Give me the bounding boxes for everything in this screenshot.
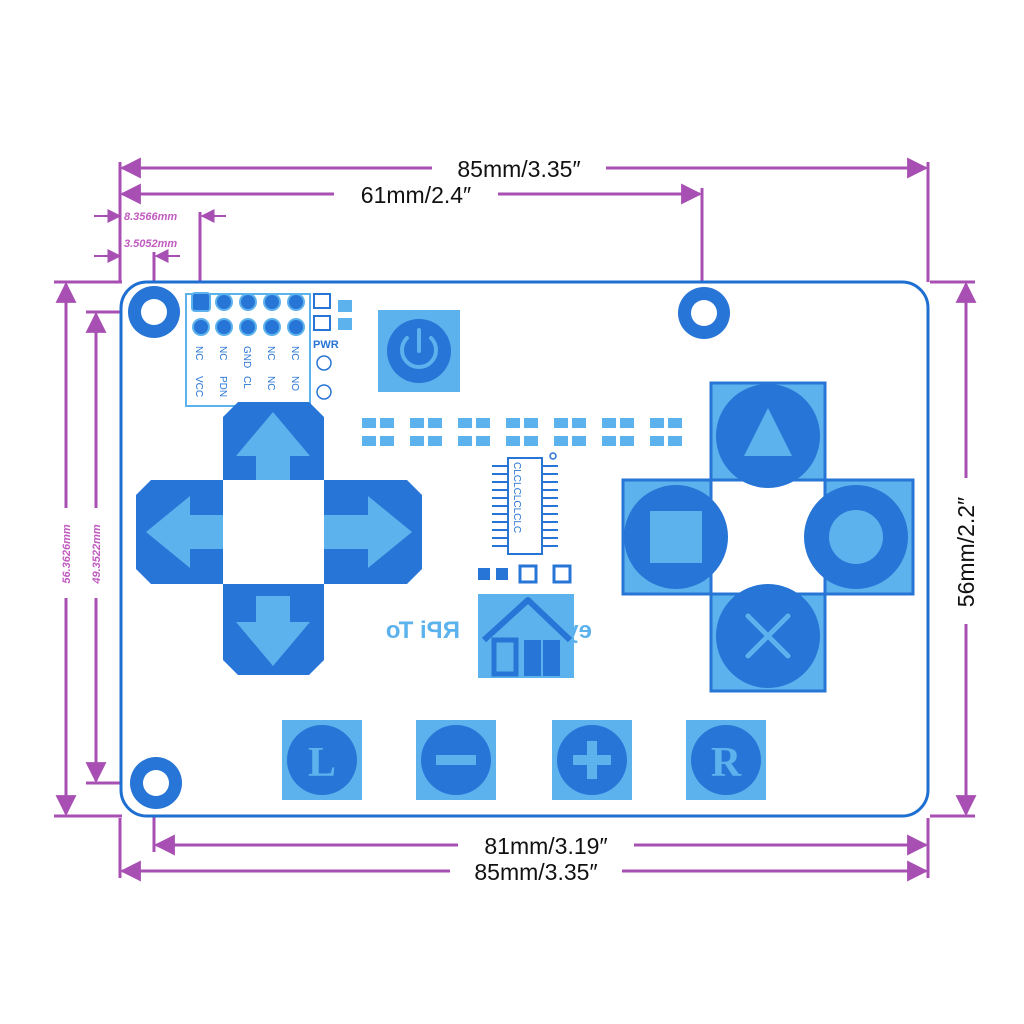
dim-header-offset: 8.3566mm	[94, 209, 226, 223]
dim-total-height-left: 56.3626mm	[55, 281, 77, 817]
svg-text:R: R	[711, 740, 742, 786]
svg-text:56mm/2.2″: 56mm/2.2″	[953, 497, 979, 607]
triangle-button[interactable]	[716, 384, 820, 488]
dim-hole-spacing-bottom: 81mm/3.19″	[153, 833, 929, 859]
header-pins	[185, 292, 311, 407]
l-button[interactable]: L	[282, 720, 362, 800]
house-logo	[478, 594, 574, 678]
svg-text:NC: NC	[193, 346, 204, 360]
smd-resistor-row	[362, 418, 682, 446]
svg-text:NC: NC	[265, 346, 276, 360]
dim-hole-height-left: 49.3522mm	[85, 311, 107, 784]
pwr-components: PWR	[313, 293, 352, 400]
svg-text:85mm/3.35″: 85mm/3.35″	[457, 156, 580, 182]
square-icon	[650, 511, 702, 563]
svg-text:NO: NO	[289, 376, 300, 391]
svg-text:81mm/3.19″: 81mm/3.19″	[484, 833, 607, 859]
svg-text:85mm/3.35″: 85mm/3.35″	[474, 859, 597, 885]
svg-text:PDN: PDN	[217, 376, 228, 397]
dim-total-width-bottom: 85mm/3.35″	[119, 859, 929, 885]
mounting-hole-top-left	[128, 286, 180, 338]
svg-text:L: L	[308, 740, 336, 786]
svg-text:56.3626mm: 56.3626mm	[61, 524, 73, 584]
svg-text:PWR: PWR	[313, 339, 339, 351]
pin-labels: NC NC GND NC NC VCC PDN CL NC NO	[193, 346, 300, 397]
arrow-right-icon	[324, 496, 412, 568]
circle-icon	[829, 510, 883, 564]
cross-button[interactable]	[716, 584, 820, 688]
cross-icon	[745, 613, 791, 659]
plus-button[interactable]	[552, 720, 632, 800]
svg-text:NC: NC	[265, 376, 276, 390]
svg-text:61mm/2.4″: 61mm/2.4″	[361, 182, 471, 208]
svg-text:49.3522mm: 49.3522mm	[91, 524, 103, 585]
dim-hole-offset: 3.5052mm	[94, 238, 180, 263]
arrow-up-icon	[236, 412, 310, 480]
svg-text:GND: GND	[241, 346, 252, 368]
capacitor-row	[478, 564, 572, 584]
svg-text:VCC: VCC	[193, 376, 204, 397]
action-buttons	[621, 381, 915, 693]
minus-icon	[436, 755, 476, 765]
power-button[interactable]	[378, 310, 460, 392]
svg-text:RPi To: RPi To	[386, 617, 460, 644]
mounting-hole-top-right	[678, 287, 730, 339]
dim-total-width-top: 85mm/3.35″	[119, 156, 929, 182]
svg-text:8.3566mm: 8.3566mm	[124, 211, 177, 223]
svg-text:3.5052mm: 3.5052mm	[124, 238, 177, 250]
triangle-icon	[744, 408, 792, 456]
minus-button[interactable]	[416, 720, 496, 800]
power-icon	[400, 328, 438, 370]
dim-hole-spacing: 61mm/2.4″	[119, 182, 703, 208]
r-button[interactable]: R	[686, 720, 766, 800]
plus-icon	[573, 741, 611, 779]
arrow-left-icon	[146, 496, 223, 568]
svg-text:NC: NC	[217, 346, 228, 360]
svg-text:CL: CL	[241, 376, 252, 389]
dpad[interactable]	[136, 402, 422, 675]
dim-total-height-right: 56mm/2.2″	[950, 281, 982, 817]
svg-text:NC: NC	[289, 346, 300, 360]
mounting-hole-bottom-left	[130, 757, 182, 809]
arrow-down-icon	[236, 596, 310, 666]
square-button[interactable]	[624, 485, 728, 589]
ic-chip: CLCLCLCLCLC	[492, 452, 558, 555]
svg-text:CLCLCLCLCLC: CLCLCLCLCLC	[511, 462, 522, 533]
circle-button[interactable]	[804, 485, 908, 589]
